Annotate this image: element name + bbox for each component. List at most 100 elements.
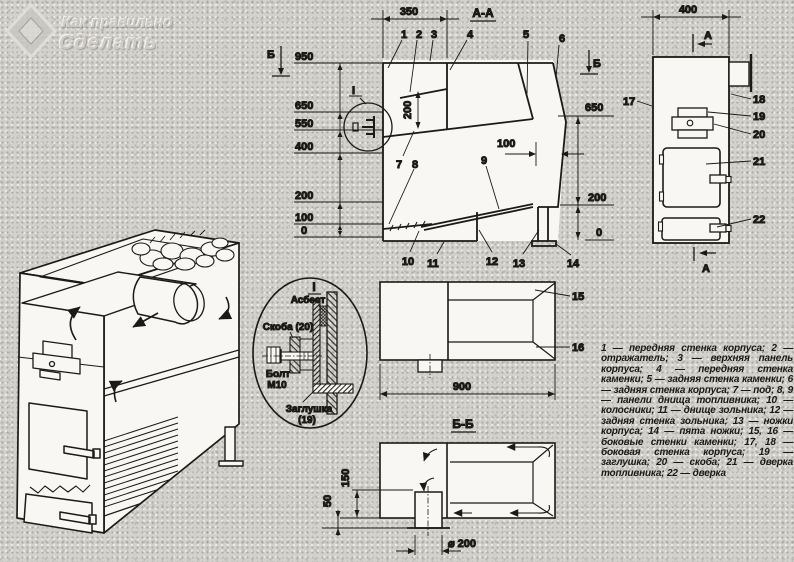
opening-hatch-ticks bbox=[149, 229, 206, 244]
aa-cut-marker-b-right: Б bbox=[593, 58, 601, 70]
di-asbestos-gasket bbox=[319, 305, 328, 327]
leg-13-foot-14 bbox=[531, 207, 557, 247]
sv-part-21: 21 bbox=[753, 156, 765, 168]
sv-part-leaders bbox=[636, 93, 752, 228]
aa-dim-0: 0 bbox=[301, 225, 307, 237]
chimney-pipe-3d bbox=[132, 276, 199, 325]
pv-part-15: 15 bbox=[572, 291, 584, 303]
bb-dim-150: 150 bbox=[340, 469, 352, 487]
parts-legend-text: 1 — передняя стенка корпуса; 2 — отражат… bbox=[601, 343, 793, 479]
ash-door-3d bbox=[23, 493, 97, 534]
di-plug-plate bbox=[312, 299, 321, 393]
pv-part-16: 16 bbox=[572, 342, 584, 354]
aa-cut-left-lines bbox=[272, 46, 290, 77]
aa-outline bbox=[382, 62, 567, 247]
aa-dim-950: 950 bbox=[295, 51, 313, 63]
cutaway-jagged-edge bbox=[29, 484, 91, 494]
aa-part-1: 1 bbox=[401, 29, 407, 41]
aa-dim-400: 400 bbox=[295, 141, 313, 153]
aa-part-leaders bbox=[387, 39, 572, 256]
stone-back-wall-5 bbox=[517, 62, 534, 120]
bb-title: Б-Б bbox=[452, 417, 474, 431]
aa-part-2: 2 bbox=[416, 29, 422, 41]
aa-part-13: 13 bbox=[513, 258, 525, 270]
aa-right-dim-lines bbox=[558, 115, 614, 241]
aa-part-3: 3 bbox=[431, 29, 437, 41]
site-watermark: Как правильно Сделать bbox=[4, 2, 244, 72]
bb-chimney-pipe bbox=[414, 491, 443, 529]
aa-dim-650: 650 bbox=[295, 100, 313, 112]
aa-dim-top: 350 bbox=[400, 6, 418, 18]
hearth-7 bbox=[382, 118, 534, 138]
firebox-door-3d bbox=[28, 402, 101, 480]
detail-label-leader bbox=[349, 95, 367, 105]
di-asbestos-leader bbox=[317, 304, 326, 313]
aa-part-4: 4 bbox=[467, 29, 474, 41]
sv-part-18: 18 bbox=[753, 94, 765, 106]
aa-part-14: 14 bbox=[567, 258, 580, 270]
aa-interior bbox=[383, 60, 566, 241]
sv-part-20: 20 bbox=[753, 129, 765, 141]
di-body-wall-section bbox=[326, 291, 338, 415]
aa-dim-100: 100 bbox=[295, 212, 313, 224]
aa-part-5: 5 bbox=[523, 29, 529, 41]
section-view-bb: Б-Б 150 50 ⌀ 200 bbox=[322, 417, 556, 555]
aa-title: А-А bbox=[472, 6, 494, 20]
aa-part-7: 7 bbox=[396, 159, 402, 171]
stones bbox=[131, 237, 235, 271]
detail-circle-marker bbox=[343, 102, 393, 152]
pv-part-leaders bbox=[534, 289, 571, 348]
sv-pipe-stub bbox=[728, 61, 750, 87]
aa-cut-marker-b-left: Б bbox=[267, 49, 275, 61]
sv-door-handle bbox=[709, 174, 727, 184]
aa-part-8: 8 bbox=[412, 159, 418, 171]
grate-ticks-10 bbox=[389, 220, 426, 232]
aa-dim-gap-100: 100 bbox=[497, 138, 515, 150]
sv-part-17: 17 bbox=[623, 96, 635, 108]
sv-cut-marker-a-bottom: А bbox=[702, 263, 710, 275]
bracket-3d bbox=[32, 340, 81, 381]
bb-stone-chamber-walls bbox=[450, 444, 554, 517]
aa-rdim-0: 0 bbox=[596, 227, 602, 239]
sv-firebox-door bbox=[658, 147, 732, 208]
watermark-diamond-logo bbox=[4, 2, 58, 60]
aa-detail-label-i: I bbox=[352, 85, 355, 97]
sv-part-22: 22 bbox=[753, 214, 765, 226]
side-elevation-view: 400 А bbox=[623, 4, 766, 276]
aa-dim-inner-200: 200 bbox=[402, 101, 414, 119]
stove-3d-view bbox=[16, 229, 244, 534]
pv-stone-chamber-walls bbox=[448, 282, 556, 360]
di-bracket-arms bbox=[300, 338, 313, 371]
di-bolt bbox=[262, 346, 322, 364]
aa-dim-550: 550 bbox=[295, 118, 313, 130]
parts-legend: 1 — передняя стенка корпуса; 2 — отражат… bbox=[601, 343, 793, 479]
bb-outline bbox=[379, 442, 556, 519]
sv-part-19: 19 bbox=[753, 111, 765, 123]
plan-view: 900 15 16 bbox=[379, 281, 585, 400]
airflow-arrows bbox=[67, 296, 233, 403]
di-bracket-leader bbox=[289, 331, 294, 339]
pv-dim-length: 900 bbox=[453, 381, 471, 393]
watermark-text-line2: Сделать bbox=[59, 32, 158, 54]
stove-leg-3d bbox=[218, 426, 244, 467]
di-label-bolt-2: М10 bbox=[267, 380, 287, 391]
aa-dim350-arrows bbox=[383, 16, 447, 22]
aa-dim-200: 200 bbox=[295, 190, 313, 202]
chimney-pipe-rim bbox=[173, 282, 205, 322]
di-plug-tab bbox=[312, 383, 354, 394]
aa-rdim-200: 200 bbox=[588, 192, 606, 204]
detail-circle bbox=[252, 277, 368, 429]
di-label-plug-1: Заглушка bbox=[286, 404, 333, 415]
di-label-bracket: Скоба (20) bbox=[263, 321, 314, 333]
aa-part-11: 11 bbox=[427, 258, 439, 270]
di-label-asbestos: Асбест bbox=[291, 294, 326, 306]
aa-part-12: 12 bbox=[486, 256, 498, 268]
aa-rdim-650: 650 bbox=[585, 102, 603, 114]
sv-cut-marker-a-top: А bbox=[704, 30, 712, 42]
bb-flow-arrows bbox=[419, 443, 551, 517]
aa-part-6: 6 bbox=[559, 33, 565, 45]
bb-dim200-lines bbox=[396, 535, 461, 555]
di-title: I bbox=[312, 280, 315, 294]
